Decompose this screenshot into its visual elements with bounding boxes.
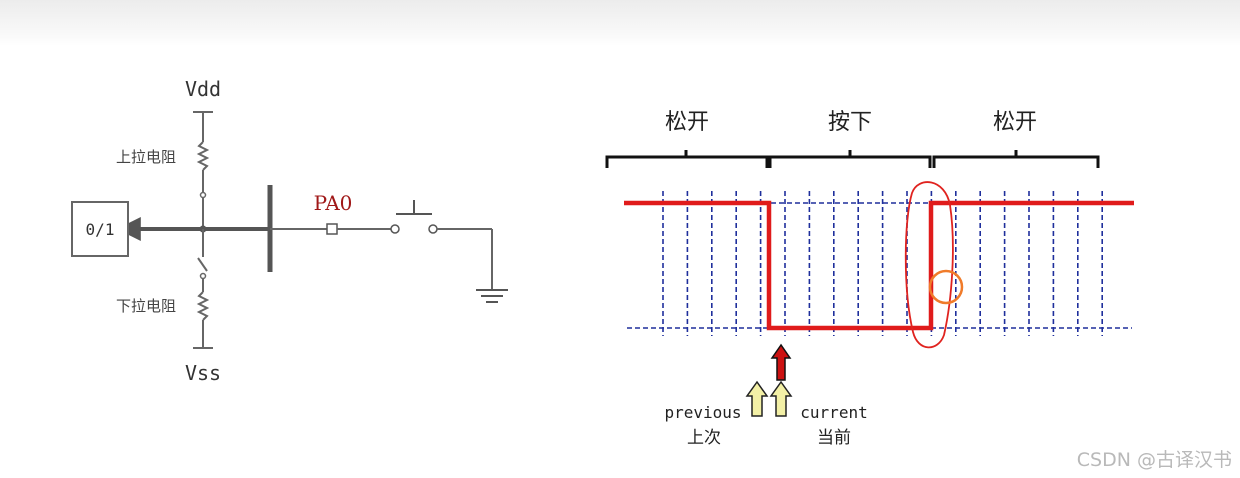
bracket-release-1	[605, 150, 769, 168]
pin-label: PA0	[314, 191, 353, 215]
pulldown-resistor	[196, 291, 210, 321]
highlight-circle	[928, 269, 964, 305]
current-cn-label: 当前	[817, 428, 851, 448]
current-label: current	[800, 403, 867, 422]
button-contact-left	[390, 224, 400, 234]
bracket-press	[768, 150, 932, 168]
watermark: CSDN @古译汉书	[1076, 449, 1232, 471]
pin-pad	[326, 223, 338, 235]
phase-label-release-2: 松开	[993, 110, 1037, 135]
current-arrow-icon	[770, 343, 792, 381]
previous-arrow-icon	[745, 380, 769, 417]
previous-label: previous	[664, 403, 741, 422]
top-band	[0, 0, 1240, 46]
pulldown-switch	[197, 257, 208, 272]
pullup-label: 上拉电阻	[116, 148, 176, 166]
vdd-label: Vdd	[185, 77, 221, 101]
vss-label: Vss	[185, 361, 221, 385]
ground-icon	[476, 289, 508, 303]
pullup-switch-contact	[199, 191, 207, 199]
phase-label-release-1: 松开	[665, 110, 709, 135]
pulldown-label: 下拉电阻	[116, 297, 176, 315]
previous-cn-label: 上次	[687, 428, 721, 448]
output-box	[71, 201, 129, 257]
waveform: 松开 按下 松开 previous 上次 current	[605, 110, 1134, 448]
pullup-resistor	[196, 141, 210, 171]
current-sample-arrow-icon	[769, 380, 793, 417]
edge-highlight-loop	[904, 181, 954, 349]
phase-label-press: 按下	[828, 110, 872, 135]
circuit: Vdd 上拉电阻 0/1 PA0	[71, 77, 508, 385]
signal-waveform	[624, 200, 1134, 331]
output-label: 0/1	[86, 220, 115, 239]
button-contact-right	[428, 224, 438, 234]
bracket-release-2	[932, 150, 1100, 168]
sample-lines	[662, 191, 1103, 336]
